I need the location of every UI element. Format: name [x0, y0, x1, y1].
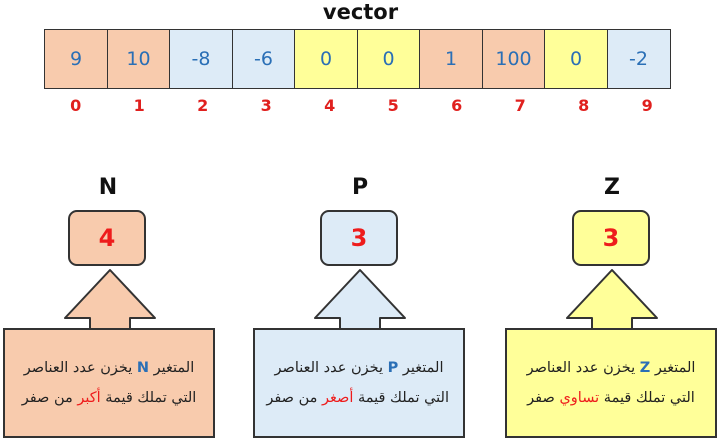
- index-row: 0 1 2 3 4 5 6 7 8 9: [44, 96, 679, 115]
- vector-title: vector: [322, 0, 399, 24]
- note-text: التي تملك قيمة: [603, 390, 695, 406]
- note-box-n: المتغير N يخزن عدد العناصر التي تملك قيم…: [3, 328, 215, 438]
- note-text: من صفر: [21, 390, 73, 406]
- note-text: المتغير: [654, 360, 696, 376]
- array-index: 3: [260, 96, 272, 115]
- array-cell: 0: [356, 29, 421, 89]
- note-text: التي تملك قيمة: [105, 390, 197, 406]
- note-line-1: المتغير P يخزن عدد العناصر: [269, 353, 449, 383]
- array-index: 6: [451, 96, 463, 115]
- note-box-p: المتغير P يخزن عدد العناصر التي تملك قيم…: [253, 328, 465, 438]
- note-text: يخزن عدد العناصر: [23, 360, 133, 376]
- note-text: صفر: [527, 390, 555, 406]
- note-line-2: التي تملك قيمة أكبر من صفر: [19, 383, 199, 413]
- array-cell: -8: [169, 29, 233, 89]
- array-cell: 100: [481, 29, 546, 89]
- variable-label-n: N: [98, 175, 118, 200]
- note-variable-name: P: [387, 360, 399, 376]
- note-box-z: المتغير Z يخزن عدد العناصر التي تملك قيم…: [505, 328, 717, 438]
- array-index: 2: [197, 96, 209, 115]
- note-text: المتغير: [153, 360, 195, 376]
- array-index: 8: [578, 96, 590, 115]
- note-line-2: التي تملك قيمة أصغر من صفر: [266, 383, 449, 413]
- arrow-up-z: [566, 269, 658, 331]
- array-cell: -2: [606, 29, 671, 89]
- arrow-up-n: [64, 269, 156, 331]
- note-variable-name: N: [136, 360, 150, 376]
- note-keyword: أصغر: [322, 390, 354, 406]
- array-cell: 9: [44, 29, 108, 89]
- variable-label-z: Z: [604, 175, 620, 200]
- note-line-2: التي تملك قيمة تساوي صفر: [521, 383, 701, 413]
- note-line-1: المتغير N يخزن عدد العناصر: [19, 353, 199, 383]
- array-cell: 1: [419, 29, 483, 89]
- note-text: من صفر: [266, 390, 318, 406]
- array-index: 1: [133, 96, 145, 115]
- note-keyword: أكبر: [77, 390, 101, 406]
- array-index: 5: [387, 96, 399, 115]
- note-line-1: المتغير Z يخزن عدد العناصر: [521, 353, 701, 383]
- array-index: 4: [324, 96, 336, 115]
- note-variable-name: Z: [639, 360, 651, 376]
- arrow-up-p: [314, 269, 406, 331]
- array-cell: 0: [544, 29, 608, 89]
- array-index: 7: [514, 96, 526, 115]
- array-index: 0: [70, 96, 82, 115]
- variable-box-z: 3: [572, 210, 650, 266]
- note-text: المتغير: [402, 360, 444, 376]
- note-text: التي تملك قيمة: [357, 390, 449, 406]
- variable-box-n: 4: [68, 210, 146, 266]
- variable-label-p: P: [351, 175, 369, 200]
- note-text: يخزن عدد العناصر: [526, 360, 636, 376]
- note-text: يخزن عدد العناصر: [274, 360, 384, 376]
- array-index: 9: [641, 96, 653, 115]
- note-keyword: تساوي: [559, 390, 600, 406]
- variable-box-p: 3: [320, 210, 398, 266]
- vector-array: 9 10 -8 -6 0 0 1 100 0 -2: [44, 29, 679, 89]
